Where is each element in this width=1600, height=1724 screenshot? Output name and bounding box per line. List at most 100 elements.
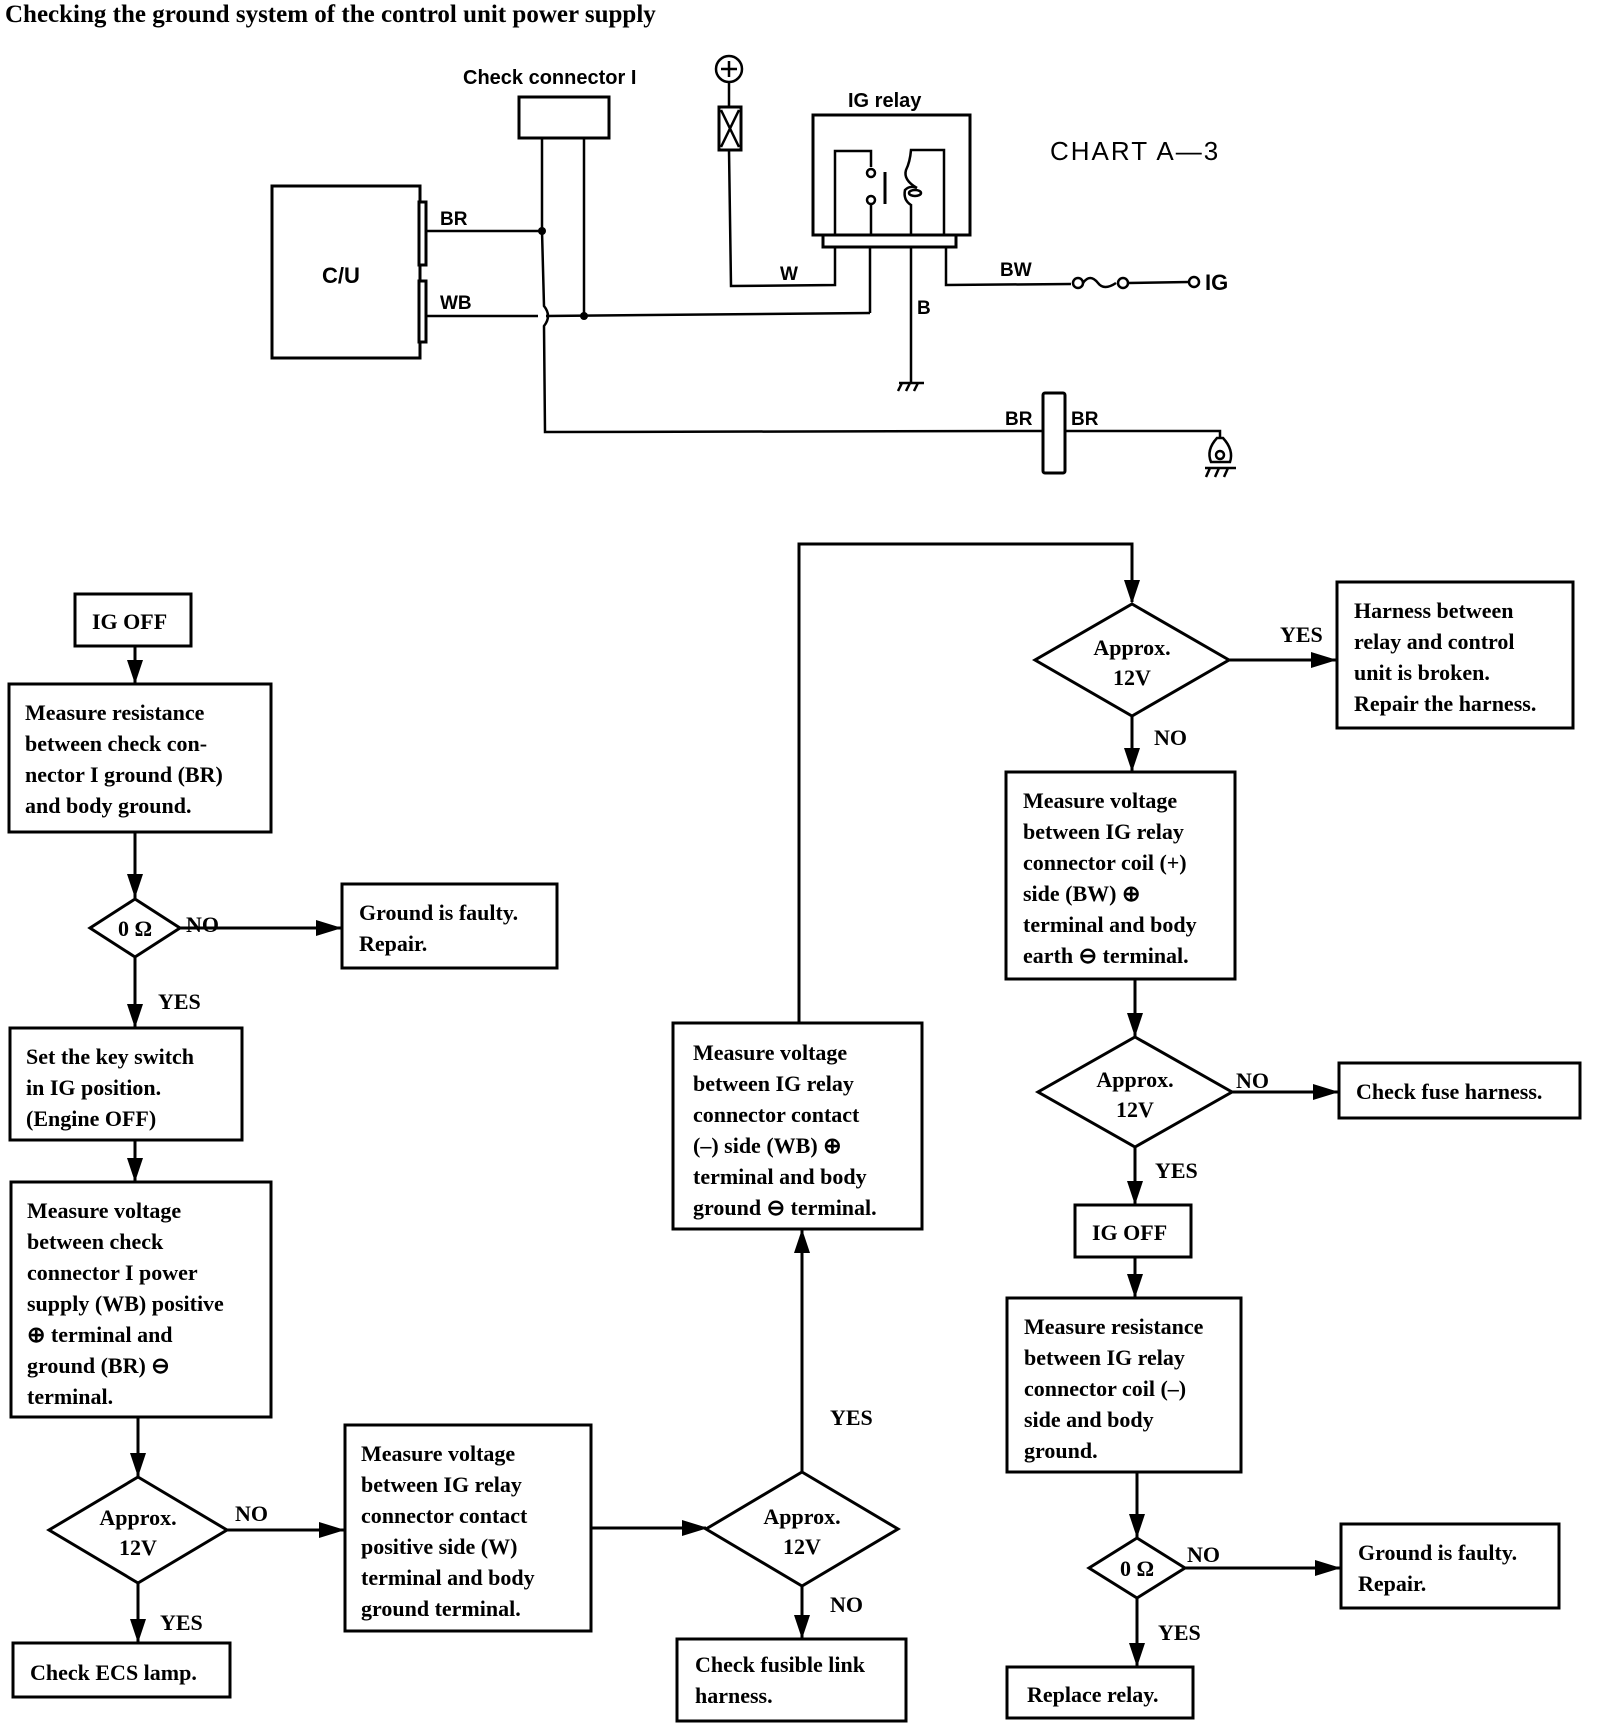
decision-12v-2	[703, 1470, 901, 1588]
set-key-switch-box-text-line: (Engine OFF)	[26, 1106, 156, 1131]
measure-voltage-wb-relay-box-text-line: between IG relay	[693, 1071, 854, 1096]
ig-off-2-box-text-line: IG OFF	[1092, 1220, 1167, 1245]
measure-resistance-coil-minus-box-text-line: ground.	[1024, 1438, 1098, 1463]
ig-relay-label: IG relay	[848, 90, 922, 112]
wire-label-br-right: BR	[1071, 409, 1099, 430]
no-label: NO	[1236, 1068, 1269, 1093]
measure-voltage-wb-relay-box-text-line: Measure voltage	[693, 1040, 847, 1065]
measure-voltage-wb-relay-box-text-line: terminal and body	[693, 1164, 867, 1189]
fuse-terminal-1	[1071, 276, 1085, 290]
arrow-head	[316, 920, 342, 936]
measure-voltage-wb-box-text-line: supply (WB) positive	[27, 1291, 224, 1316]
ground-lug-hole	[1214, 449, 1226, 461]
yes-label: YES	[158, 989, 201, 1014]
control-unit-label: C/U	[322, 263, 360, 288]
result-ground-faulty-2-box-text-line: Ground is faulty.	[1358, 1540, 1517, 1565]
measure-resistance-br-box	[7, 682, 273, 834]
decision-12v-1-text-line: Approx.	[99, 1505, 176, 1530]
fuse-terminal-2	[1116, 276, 1130, 290]
measure-voltage-wb-box	[9, 1180, 273, 1419]
measure-voltage-coil-plus-box-text-line: side (BW) ⊕	[1023, 881, 1140, 906]
decision-12v-3-text-line: 12V	[1113, 665, 1151, 690]
br-connector-box	[1041, 391, 1067, 475]
result-check-fuse-box-text-line: Check fuse harness.	[1356, 1079, 1542, 1104]
result-ground-faulty-1-box-text-line: Repair.	[359, 931, 427, 956]
check-connector-box	[517, 95, 611, 140]
arrow-head	[130, 1453, 146, 1477]
wire-br-ground-run	[540, 138, 1044, 434]
result-check-fusible-link-box-text-line: harness.	[695, 1683, 773, 1708]
decision-12v-4-text-line: Approx.	[1096, 1067, 1173, 1092]
arrow-head	[127, 1158, 143, 1182]
connector	[797, 542, 1134, 1023]
decision-12v-2-text-line: Approx.	[763, 1504, 840, 1529]
arrow-head	[127, 1004, 143, 1028]
arrow-head	[319, 1522, 345, 1538]
decision-12v-1	[46, 1475, 230, 1585]
measure-voltage-wb-relay-box	[671, 1021, 924, 1231]
body-ground-icon	[1204, 436, 1236, 478]
wire-bw	[944, 247, 1072, 287]
arrow-head	[1313, 1084, 1339, 1100]
fuse-cross	[719, 109, 741, 148]
measure-voltage-wb-box-text-line: Measure voltage	[27, 1198, 181, 1223]
wire-label-br-top: BR	[440, 209, 468, 230]
measure-voltage-wb-box-text-line: between check	[27, 1229, 164, 1254]
arrow-head	[130, 1619, 146, 1643]
set-key-switch-box	[8, 1026, 244, 1142]
start-ig-off-box-text-line: IG OFF	[92, 609, 167, 634]
yes-label: YES	[1155, 1158, 1198, 1183]
measure-resistance-br-box-text-line: and body ground.	[25, 793, 192, 818]
decision-0-ohm-1-text-line: 0 Ω	[118, 916, 152, 941]
measure-voltage-coil-plus-box-text-line: earth ⊖ terminal.	[1023, 943, 1189, 968]
result-check-fusible-link-box-text-line: Check fusible link	[695, 1652, 866, 1677]
result-ground-faulty-2-box	[1339, 1522, 1561, 1610]
decision-12v-4-text-line: 12V	[1116, 1097, 1154, 1122]
ig-off-2-box	[1073, 1203, 1193, 1259]
arrow-head	[1127, 1181, 1143, 1205]
measure-voltage-coil-plus-box-text-line: terminal and body	[1023, 912, 1197, 937]
wire-label-bw: BW	[1000, 260, 1032, 281]
measure-resistance-coil-minus-box-text-line: Measure resistance	[1024, 1314, 1204, 1339]
contact-1	[865, 167, 877, 179]
wire-w	[727, 149, 837, 288]
yes-label: YES	[1158, 1620, 1201, 1645]
measure-resistance-coil-minus-box	[1005, 1296, 1243, 1474]
arrow-head	[127, 660, 143, 684]
measure-voltage-w-box-text-line: Measure voltage	[361, 1441, 515, 1466]
fuse-icon	[1071, 276, 1130, 290]
measure-voltage-w-box-text-line: ground terminal.	[361, 1596, 521, 1621]
no-label: NO	[1187, 1542, 1220, 1567]
arrow-head	[794, 1615, 810, 1639]
no-label: NO	[186, 912, 219, 937]
wire-label-w: W	[780, 264, 798, 285]
contact-wire-1	[833, 149, 873, 235]
arrow-head	[1129, 1643, 1145, 1667]
measure-voltage-w-box-text-line: positive side (W)	[361, 1534, 517, 1559]
result-ground-faulty-2-box-text-line: Repair.	[1358, 1571, 1426, 1596]
wire-wb-to-relay	[545, 311, 871, 318]
wiring-schematic: CHART A—3 C/U BR WB Check connector I W	[270, 54, 1236, 478]
result-replace-relay-box-text-line: Replace relay.	[1027, 1682, 1159, 1707]
measure-voltage-w-box	[343, 1423, 593, 1633]
chart-label: CHART A—3	[1050, 136, 1220, 166]
arrow-head	[1127, 1274, 1143, 1298]
measure-resistance-coil-minus-box-text-line: side and body	[1024, 1407, 1154, 1432]
arrow-head	[1129, 1514, 1145, 1538]
relay-coil-icon	[903, 148, 946, 235]
arrow-head	[682, 1520, 708, 1536]
decision-12v-1-text-line: 12V	[119, 1535, 157, 1560]
measure-voltage-wb-box-text-line: connector I power	[27, 1260, 198, 1285]
ig-terminal-label: IG	[1205, 270, 1228, 295]
fuse-element	[1081, 276, 1117, 289]
arrow-head	[1315, 1560, 1341, 1576]
result-harness-broken-box	[1335, 580, 1575, 730]
result-harness-broken-box-text-line: unit is broken.	[1354, 660, 1490, 685]
yes-label: YES	[160, 1610, 203, 1635]
relay-contact-icon	[833, 149, 887, 235]
measure-resistance-coil-minus-box-text-line: between IG relay	[1024, 1345, 1185, 1370]
arrow-head	[1124, 748, 1140, 772]
result-ground-faulty-1-box-text-line: Ground is faulty.	[359, 900, 518, 925]
measure-resistance-br-box-text-line: nector I ground (BR)	[25, 762, 223, 787]
